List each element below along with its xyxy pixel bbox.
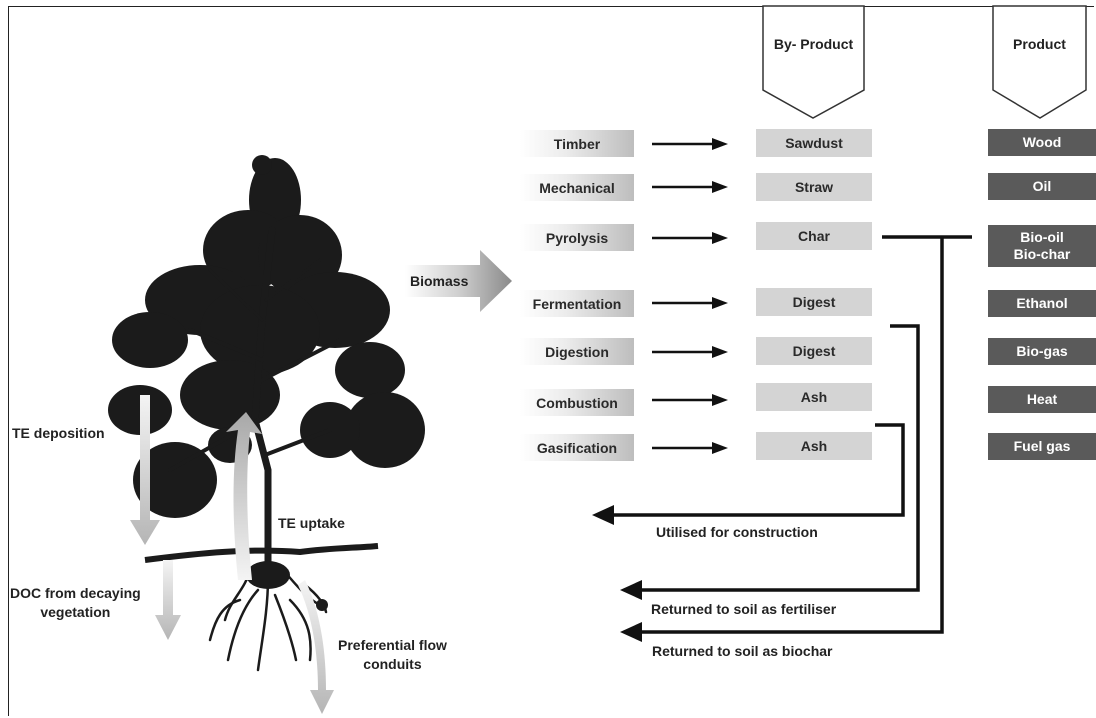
- process-timber: Timber: [520, 130, 634, 157]
- product-bio-char: Bio-char: [1013, 246, 1071, 262]
- process-fermentation: Fermentation: [520, 290, 634, 317]
- doc-label-line2: vegetation: [40, 604, 111, 620]
- process-gasification: Gasification: [520, 434, 634, 461]
- routing-lines: [612, 235, 972, 634]
- product-bio-oil: Bio-oil: [1020, 229, 1064, 245]
- biomass-label: Biomass: [410, 273, 469, 289]
- diagram-frame: [8, 6, 1094, 716]
- byproduct-sawdust: Sawdust: [756, 129, 872, 157]
- byproduct-ash-combustion: Ash: [756, 383, 872, 411]
- output-construction: Utilised for construction: [656, 524, 818, 540]
- output-fertiliser: Returned to soil as fertiliser: [651, 601, 837, 617]
- product-header-shape: [992, 5, 1087, 119]
- product-bio-gas: Bio-gas: [988, 338, 1096, 365]
- product-fuel-gas: Fuel gas: [988, 433, 1096, 460]
- te-uptake-label: TE uptake: [278, 515, 345, 531]
- preferential-flow-line1: Preferential flow: [338, 637, 447, 653]
- process-arrows: [652, 138, 728, 454]
- byproduct-digest-digestion: Digest: [756, 337, 872, 365]
- preferential-flow-line2: conduits: [363, 656, 422, 672]
- tree-illustration: [108, 155, 425, 714]
- product-heat: Heat: [988, 386, 1096, 413]
- product-header: Product: [1013, 36, 1066, 52]
- byproduct-header: By- Product: [773, 36, 854, 52]
- product-ethanol: Ethanol: [988, 290, 1096, 317]
- output-biochar: Returned to soil as biochar: [652, 643, 833, 659]
- product-oil: Oil: [988, 173, 1096, 200]
- doc-label-line1: DOC from decaying: [10, 585, 141, 601]
- process-mechanical: Mechanical: [520, 174, 634, 201]
- byproduct-header-shape: [762, 5, 865, 119]
- digest-to-fertiliser-line: [640, 324, 920, 592]
- byproduct-ash-gasification: Ash: [756, 432, 872, 460]
- process-digestion: Digestion: [520, 338, 634, 365]
- product-bio-oil-bio-char: Bio-oil Bio-char: [988, 225, 1096, 267]
- byproduct-digest-fermentation: Digest: [756, 288, 872, 316]
- process-combustion: Combustion: [520, 389, 634, 416]
- product-wood: Wood: [988, 129, 1096, 156]
- ash-to-construction-line: [612, 423, 905, 517]
- process-pyrolysis: Pyrolysis: [520, 224, 634, 251]
- te-deposition-arrow: [130, 395, 160, 545]
- preferential-flow-label: Preferential flow conduits: [338, 636, 447, 674]
- byproduct-char: Char: [756, 222, 872, 250]
- te-deposition-label: TE deposition: [12, 425, 105, 441]
- preferential-flow-arrow: [298, 580, 334, 714]
- biomass-arrow: [405, 250, 512, 312]
- doc-arrow: [155, 560, 181, 640]
- ground-line: [144, 543, 379, 563]
- routing-arrowheads: [592, 505, 642, 642]
- byproduct-straw: Straw: [756, 173, 872, 201]
- te-uptake-arrow: [226, 412, 262, 580]
- doc-label: DOC from decaying vegetation: [10, 584, 141, 622]
